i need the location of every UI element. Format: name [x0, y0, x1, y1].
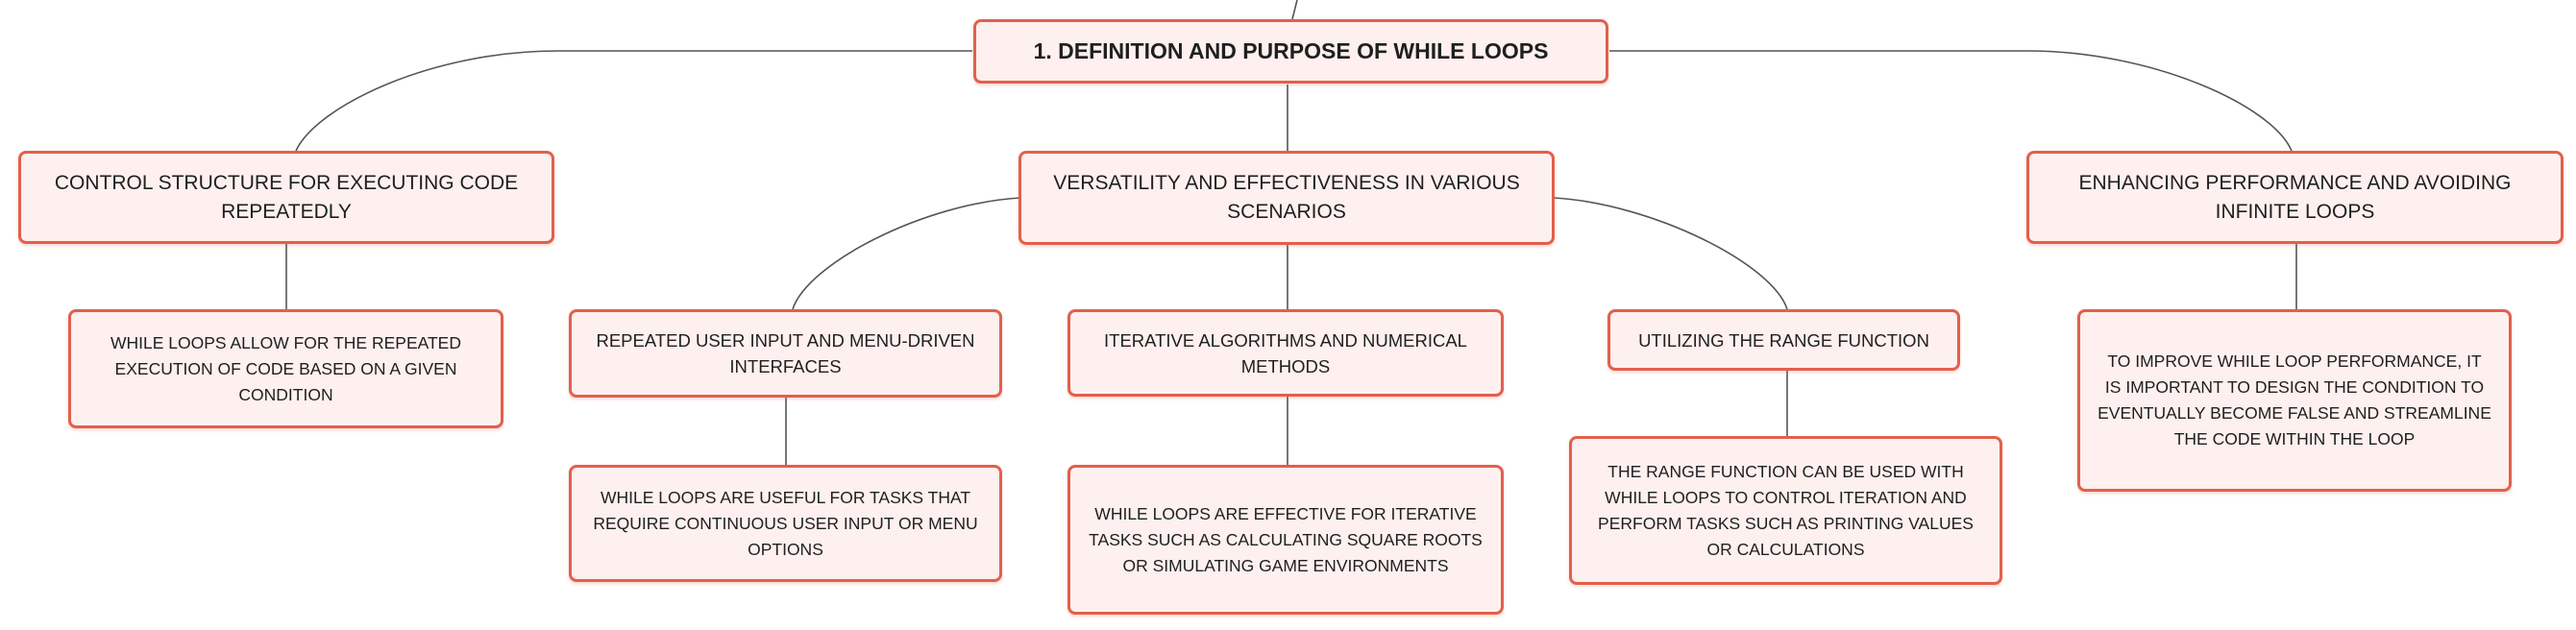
- detail-control-structure[interactable]: WHILE LOOPS ALLOW FOR THE REPEATED EXECU…: [68, 309, 503, 428]
- detail-user-input-text: WHILE LOOPS ARE USEFUL FOR TASKS THAT RE…: [593, 487, 978, 559]
- root-topic-node[interactable]: 1. DEFINITION AND PURPOSE OF WHILE LOOPS: [973, 19, 1608, 84]
- subtopic-range-function-label: UTILIZING THE RANGE FUNCTION: [1638, 329, 1929, 351]
- topic-versatility-label: VERSATILITY AND EFFECTIVENESS IN VARIOUS…: [1053, 172, 1520, 223]
- subtopic-user-input-label: REPEATED USER INPUT AND MENU-DRIVEN INTE…: [596, 330, 975, 376]
- root-topic-label: 1. DEFINITION AND PURPOSE OF WHILE LOOPS: [1033, 38, 1549, 63]
- subtopic-iterative[interactable]: ITERATIVE ALGORITHMS AND NUMERICAL METHO…: [1067, 309, 1504, 397]
- subtopic-range-function[interactable]: UTILIZING THE RANGE FUNCTION: [1607, 309, 1960, 371]
- detail-performance[interactable]: TO IMPROVE WHILE LOOP PERFORMANCE, IT IS…: [2077, 309, 2512, 492]
- detail-range-function-text: THE RANGE FUNCTION CAN BE USED WITH WHIL…: [1598, 461, 1974, 559]
- detail-range-function[interactable]: THE RANGE FUNCTION CAN BE USED WITH WHIL…: [1569, 436, 2002, 585]
- topic-performance[interactable]: ENHANCING PERFORMANCE AND AVOIDING INFIN…: [2026, 151, 2564, 244]
- connector-versatility-range: [1553, 197, 1788, 310]
- connector-root-control: [295, 50, 972, 152]
- topic-control-structure-label: CONTROL STRUCTURE FOR EXECUTING CODE REP…: [54, 171, 519, 223]
- subtopic-user-input[interactable]: REPEATED USER INPUT AND MENU-DRIVEN INTE…: [569, 309, 1002, 398]
- detail-control-structure-text: WHILE LOOPS ALLOW FOR THE REPEATED EXECU…: [110, 332, 461, 404]
- detail-user-input[interactable]: WHILE LOOPS ARE USEFUL FOR TASKS THAT RE…: [569, 465, 1002, 582]
- connector-root-performance: [1609, 50, 2293, 152]
- connector-parent-root: [1291, 0, 1298, 20]
- detail-performance-text: TO IMPROVE WHILE LOOP PERFORMANCE, IT IS…: [2098, 351, 2491, 448]
- topic-control-structure[interactable]: CONTROL STRUCTURE FOR EXECUTING CODE REP…: [18, 151, 554, 244]
- topic-versatility[interactable]: VERSATILITY AND EFFECTIVENESS IN VARIOUS…: [1018, 151, 1555, 245]
- topic-performance-label: ENHANCING PERFORMANCE AND AVOIDING INFIN…: [2078, 171, 2512, 223]
- subtopic-iterative-label: ITERATIVE ALGORITHMS AND NUMERICAL METHO…: [1104, 329, 1467, 376]
- detail-iterative[interactable]: WHILE LOOPS ARE EFFECTIVE FOR ITERATIVE …: [1067, 465, 1504, 615]
- connector-versatility-userinput: [792, 197, 1021, 310]
- detail-iterative-text: WHILE LOOPS ARE EFFECTIVE FOR ITERATIVE …: [1089, 503, 1483, 575]
